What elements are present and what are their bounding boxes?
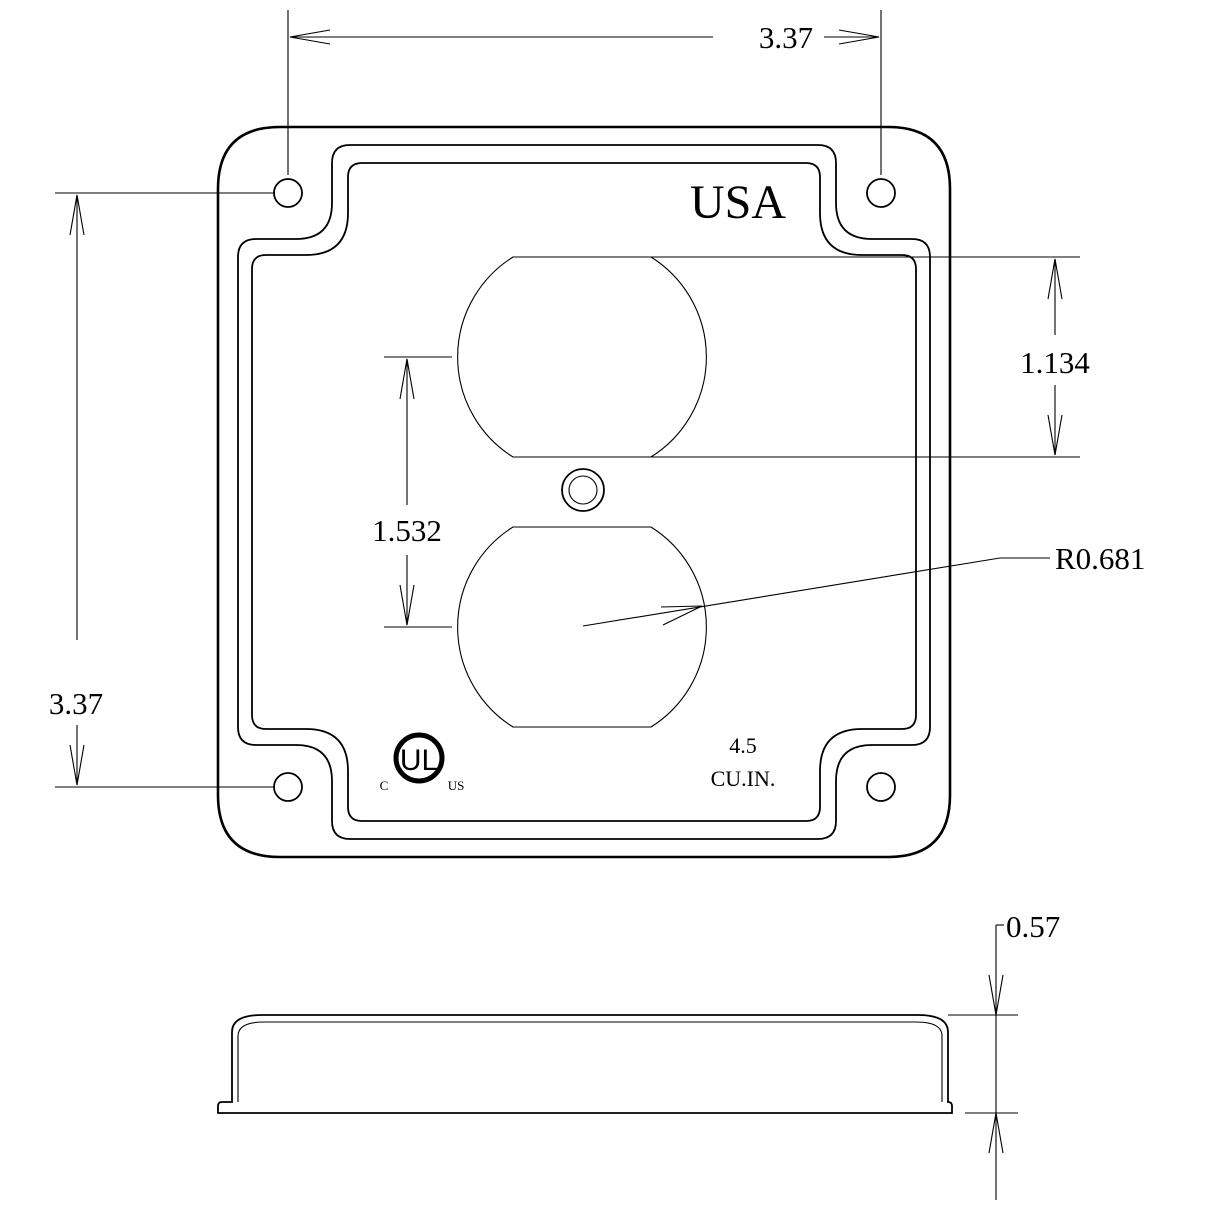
dimension-height-label: 3.37 bbox=[49, 686, 103, 721]
dimension-outlet-spacing-label: 1.532 bbox=[372, 513, 442, 548]
plate-top-view: USA 4.5 CU.IN. UL C US bbox=[216, 125, 952, 859]
center-screw-hole-outer bbox=[561, 468, 605, 512]
plate-outline bbox=[216, 125, 952, 859]
capacity-unit: CU.IN. bbox=[711, 766, 776, 791]
dimension-width-label: 3.37 bbox=[759, 20, 813, 55]
dimension-radius: R0.681 bbox=[582, 541, 1145, 627]
outlet-opening-upper bbox=[457, 256, 707, 458]
country-marking: USA bbox=[690, 176, 786, 229]
mounting-hole-bottom-right bbox=[866, 772, 896, 802]
dimension-width: 3.37 bbox=[287, 10, 882, 175]
capacity-value: 4.5 bbox=[729, 733, 757, 758]
svg-text:US: US bbox=[448, 778, 465, 793]
dimension-height: 3.37 bbox=[49, 192, 275, 788]
svg-text:C: C bbox=[380, 778, 389, 793]
ul-certification-logo: UL C US bbox=[380, 732, 465, 793]
plate-side-view bbox=[217, 1014, 953, 1114]
mounting-hole-top-right bbox=[866, 178, 896, 208]
side-profile-inner bbox=[237, 1021, 943, 1102]
raised-rim-inner bbox=[251, 162, 917, 822]
dimension-depth: 0.57 bbox=[948, 909, 1060, 1200]
dimension-radius-label: R0.681 bbox=[1055, 541, 1145, 576]
mounting-hole-top-left bbox=[273, 178, 303, 208]
dimension-opening-height-label: 1.134 bbox=[1020, 345, 1090, 380]
mounting-hole-bottom-left bbox=[273, 772, 303, 802]
raised-rim-outer bbox=[237, 144, 931, 840]
center-screw-hole-inner bbox=[568, 475, 598, 505]
dimension-outlet-spacing: 1.532 bbox=[372, 356, 452, 628]
side-profile-outer bbox=[217, 1014, 953, 1114]
dimension-opening-height: 1.134 bbox=[651, 256, 1090, 458]
outlet-opening-lower bbox=[457, 526, 707, 728]
svg-text:UL: UL bbox=[400, 744, 438, 777]
dimension-depth-label: 0.57 bbox=[1006, 909, 1060, 944]
